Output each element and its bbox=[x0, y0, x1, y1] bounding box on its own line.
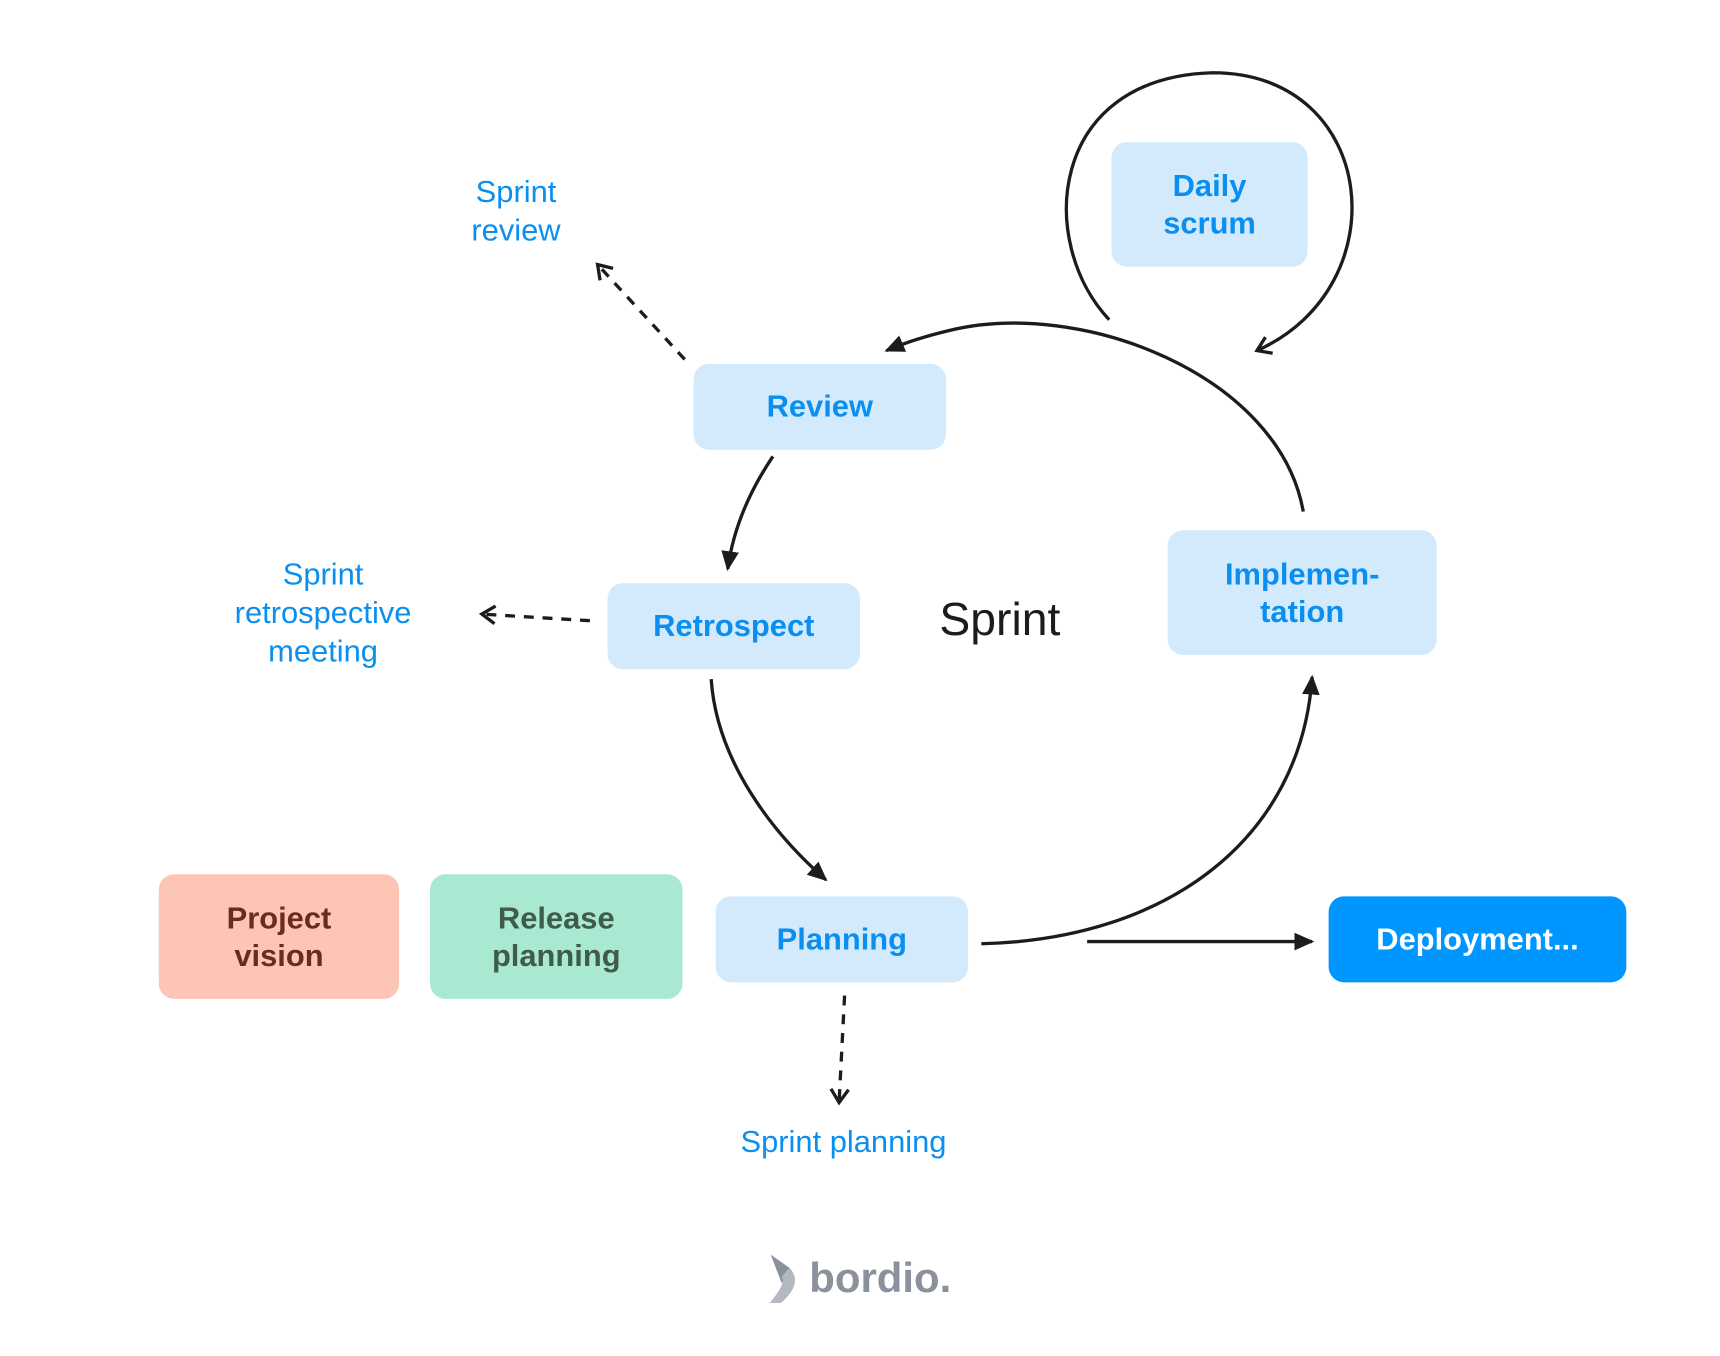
arrow-review-to-retrospect bbox=[721, 455, 775, 572]
bordio-logo-icon bbox=[769, 1254, 796, 1304]
arrow-retrospect-to-planning bbox=[709, 679, 828, 882]
arrow-planning-to-implementation bbox=[981, 674, 1320, 946]
dashed-arrow-sprint-retrospective bbox=[478, 604, 590, 626]
planning-node[interactable]: Planning bbox=[715, 896, 969, 983]
bordio-logo-text: bordio. bbox=[809, 1255, 952, 1302]
dashed-arrow-sprint-review bbox=[595, 262, 686, 361]
deployment-node[interactable]: Deployment... bbox=[1328, 896, 1627, 983]
review-node[interactable]: Review bbox=[693, 363, 947, 450]
loop-arrow-daily-scrum bbox=[1064, 71, 1354, 355]
project-vision-node[interactable]: Project vision bbox=[158, 874, 400, 999]
dashed-arrow-sprint-planning bbox=[829, 995, 850, 1106]
sprint-retrospective-label: Sprint retrospective meeting bbox=[234, 556, 412, 669]
sprint-planning-label: Sprint planning bbox=[740, 1124, 947, 1159]
daily-scrum-node[interactable]: Daily scrum bbox=[1111, 142, 1308, 267]
implementation-node[interactable]: Implemen- tation bbox=[1167, 530, 1437, 655]
sprint-center-label: Sprint bbox=[939, 593, 1061, 645]
retrospect-node[interactable]: Retrospect bbox=[607, 583, 861, 670]
release-planning-node[interactable]: Release planning bbox=[430, 874, 683, 999]
sprint-review-label: Sprint review bbox=[471, 174, 561, 247]
arrow-implementation-to-review bbox=[884, 321, 1305, 512]
bordio-logo: bordio. bbox=[767, 1254, 952, 1304]
